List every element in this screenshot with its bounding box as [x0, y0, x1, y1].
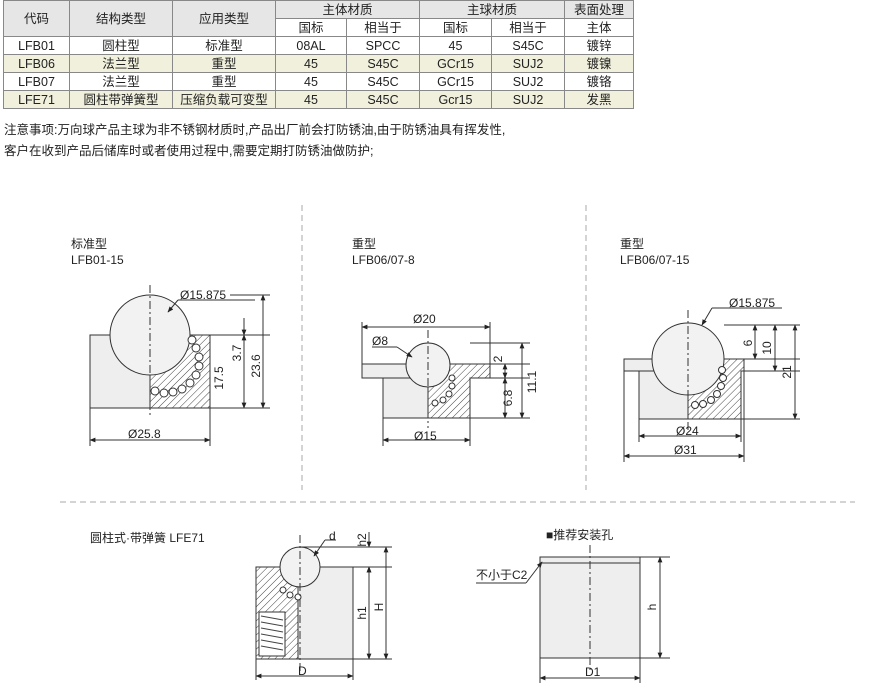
table-row: LFB06 法兰型 重型 45 S45C GCr15 SUJ2 镀镍	[3, 54, 634, 73]
cell-structure: 法兰型	[69, 54, 173, 73]
dim-d: d	[329, 529, 336, 543]
dim-flange-heavy-15: Ø31	[674, 443, 697, 457]
dim-h2: h2	[355, 533, 369, 547]
header-surface: 表面处理	[564, 0, 634, 19]
dim-17-5: 17.5	[212, 366, 226, 390]
dim-D: D	[298, 664, 307, 678]
cell-structure: 圆柱带弹簧型	[69, 90, 173, 109]
dim-body-heavy-15: Ø24	[676, 424, 699, 438]
drawing-mount-hole	[476, 545, 670, 683]
note-line-1: 注意事项:万向球产品主球为非不锈钢材质时,产品出厂前会打防锈油,由于防锈油具有挥…	[4, 123, 506, 137]
dim-21: 21	[780, 365, 794, 379]
drawing-standard	[89, 285, 270, 446]
cell-code: LFE71	[3, 90, 70, 109]
dim-23-6: 23.6	[249, 354, 263, 378]
table-header-row: 代码 结构类型 应用类型 主体材质 主球材质 表面处理	[3, 0, 634, 37]
dim-ball-standard: Ø15.875	[180, 288, 227, 302]
drawing-standard-title: 标准型	[71, 237, 108, 251]
dim-2: 2	[491, 355, 505, 362]
drawing-standard-model: LFB01-15	[71, 253, 124, 267]
header-body-material: 主体材质	[275, 0, 420, 19]
vertical-dim-labels: 3.7 17.5 23.6 2 6.8 11.1 6 10 21 h2 h1 H…	[212, 339, 794, 619]
cell-application: 重型	[172, 54, 276, 73]
cell-ball-gb: GCr15	[419, 72, 492, 91]
dim-ball-heavy-8: Ø8	[372, 334, 389, 348]
chamfer-note: 不小于C2	[476, 568, 528, 582]
drawing-heavy-15	[623, 307, 800, 462]
cell-ball-gb: Gcr15	[419, 90, 492, 109]
dim-11-1: 11.1	[525, 370, 539, 393]
drawing-spring-title: 圆柱式·带弹簧 LFE71	[90, 531, 205, 545]
table-row: LFE71 圆柱带弹簧型 压缩负载可变型 45 S45C Gcr15 SUJ2 …	[3, 90, 634, 109]
dim-outer-standard: Ø25.8	[128, 427, 161, 441]
cell-surface: 发黑	[564, 90, 634, 109]
dim-h: h	[645, 604, 659, 611]
dim-3-7: 3.7	[230, 344, 244, 361]
cell-ball-eq: SUJ2	[491, 90, 565, 109]
cell-body-gb: 45	[275, 90, 347, 109]
cell-structure: 法兰型	[69, 72, 173, 91]
dim-D1: D1	[585, 665, 601, 679]
dim-10: 10	[760, 341, 774, 355]
cell-application: 标准型	[172, 36, 276, 55]
cell-application: 重型	[172, 72, 276, 91]
header-ball-material: 主球材质	[419, 0, 565, 19]
cell-body-eq: S45C	[346, 90, 420, 109]
header-body-eq: 相当于	[346, 18, 420, 37]
cell-body-gb: 45	[275, 54, 347, 73]
dim-flange-heavy-8: Ø20	[413, 312, 436, 326]
dim-6-8: 6.8	[501, 389, 515, 406]
cell-surface: 镀镍	[564, 54, 634, 73]
drawing-heavy-15-title: 重型	[620, 237, 645, 251]
header-ball-eq: 相当于	[491, 18, 565, 37]
drawing-heavy-15-model: LFB06/07-15	[620, 253, 690, 267]
drawing-heavy-8-title: 重型	[352, 237, 377, 251]
header-code: 代码	[3, 0, 70, 37]
dim-ball-heavy-15: Ø15.875	[729, 296, 776, 310]
dim-h1: h1	[355, 606, 369, 620]
drawing-spring	[255, 532, 392, 680]
spec-table: 代码 结构类型 应用类型 主体材质 主球材质 表面处理 国标 相当于 国标 相当…	[3, 0, 634, 109]
cell-body-eq: S45C	[346, 72, 420, 91]
cell-code: LFB06	[3, 54, 70, 73]
mount-hole-title: ■推荐安装孔	[546, 528, 614, 542]
dim-H: H	[372, 603, 386, 612]
table-row: LFB07 法兰型 重型 45 S45C GCr15 SUJ2 镀铬	[3, 72, 634, 91]
drawing-heavy-8	[361, 322, 530, 446]
drawing-heavy-8-model: LFB06/07-8	[352, 253, 415, 267]
dim-body-heavy-8: Ø15	[414, 429, 437, 443]
dim-6: 6	[741, 339, 755, 346]
cell-application: 压缩负载可变型	[172, 90, 276, 109]
note-line-2: 客户在收到产品后储库时或者使用过程中,需要定期打防锈油做防护;	[4, 144, 374, 158]
